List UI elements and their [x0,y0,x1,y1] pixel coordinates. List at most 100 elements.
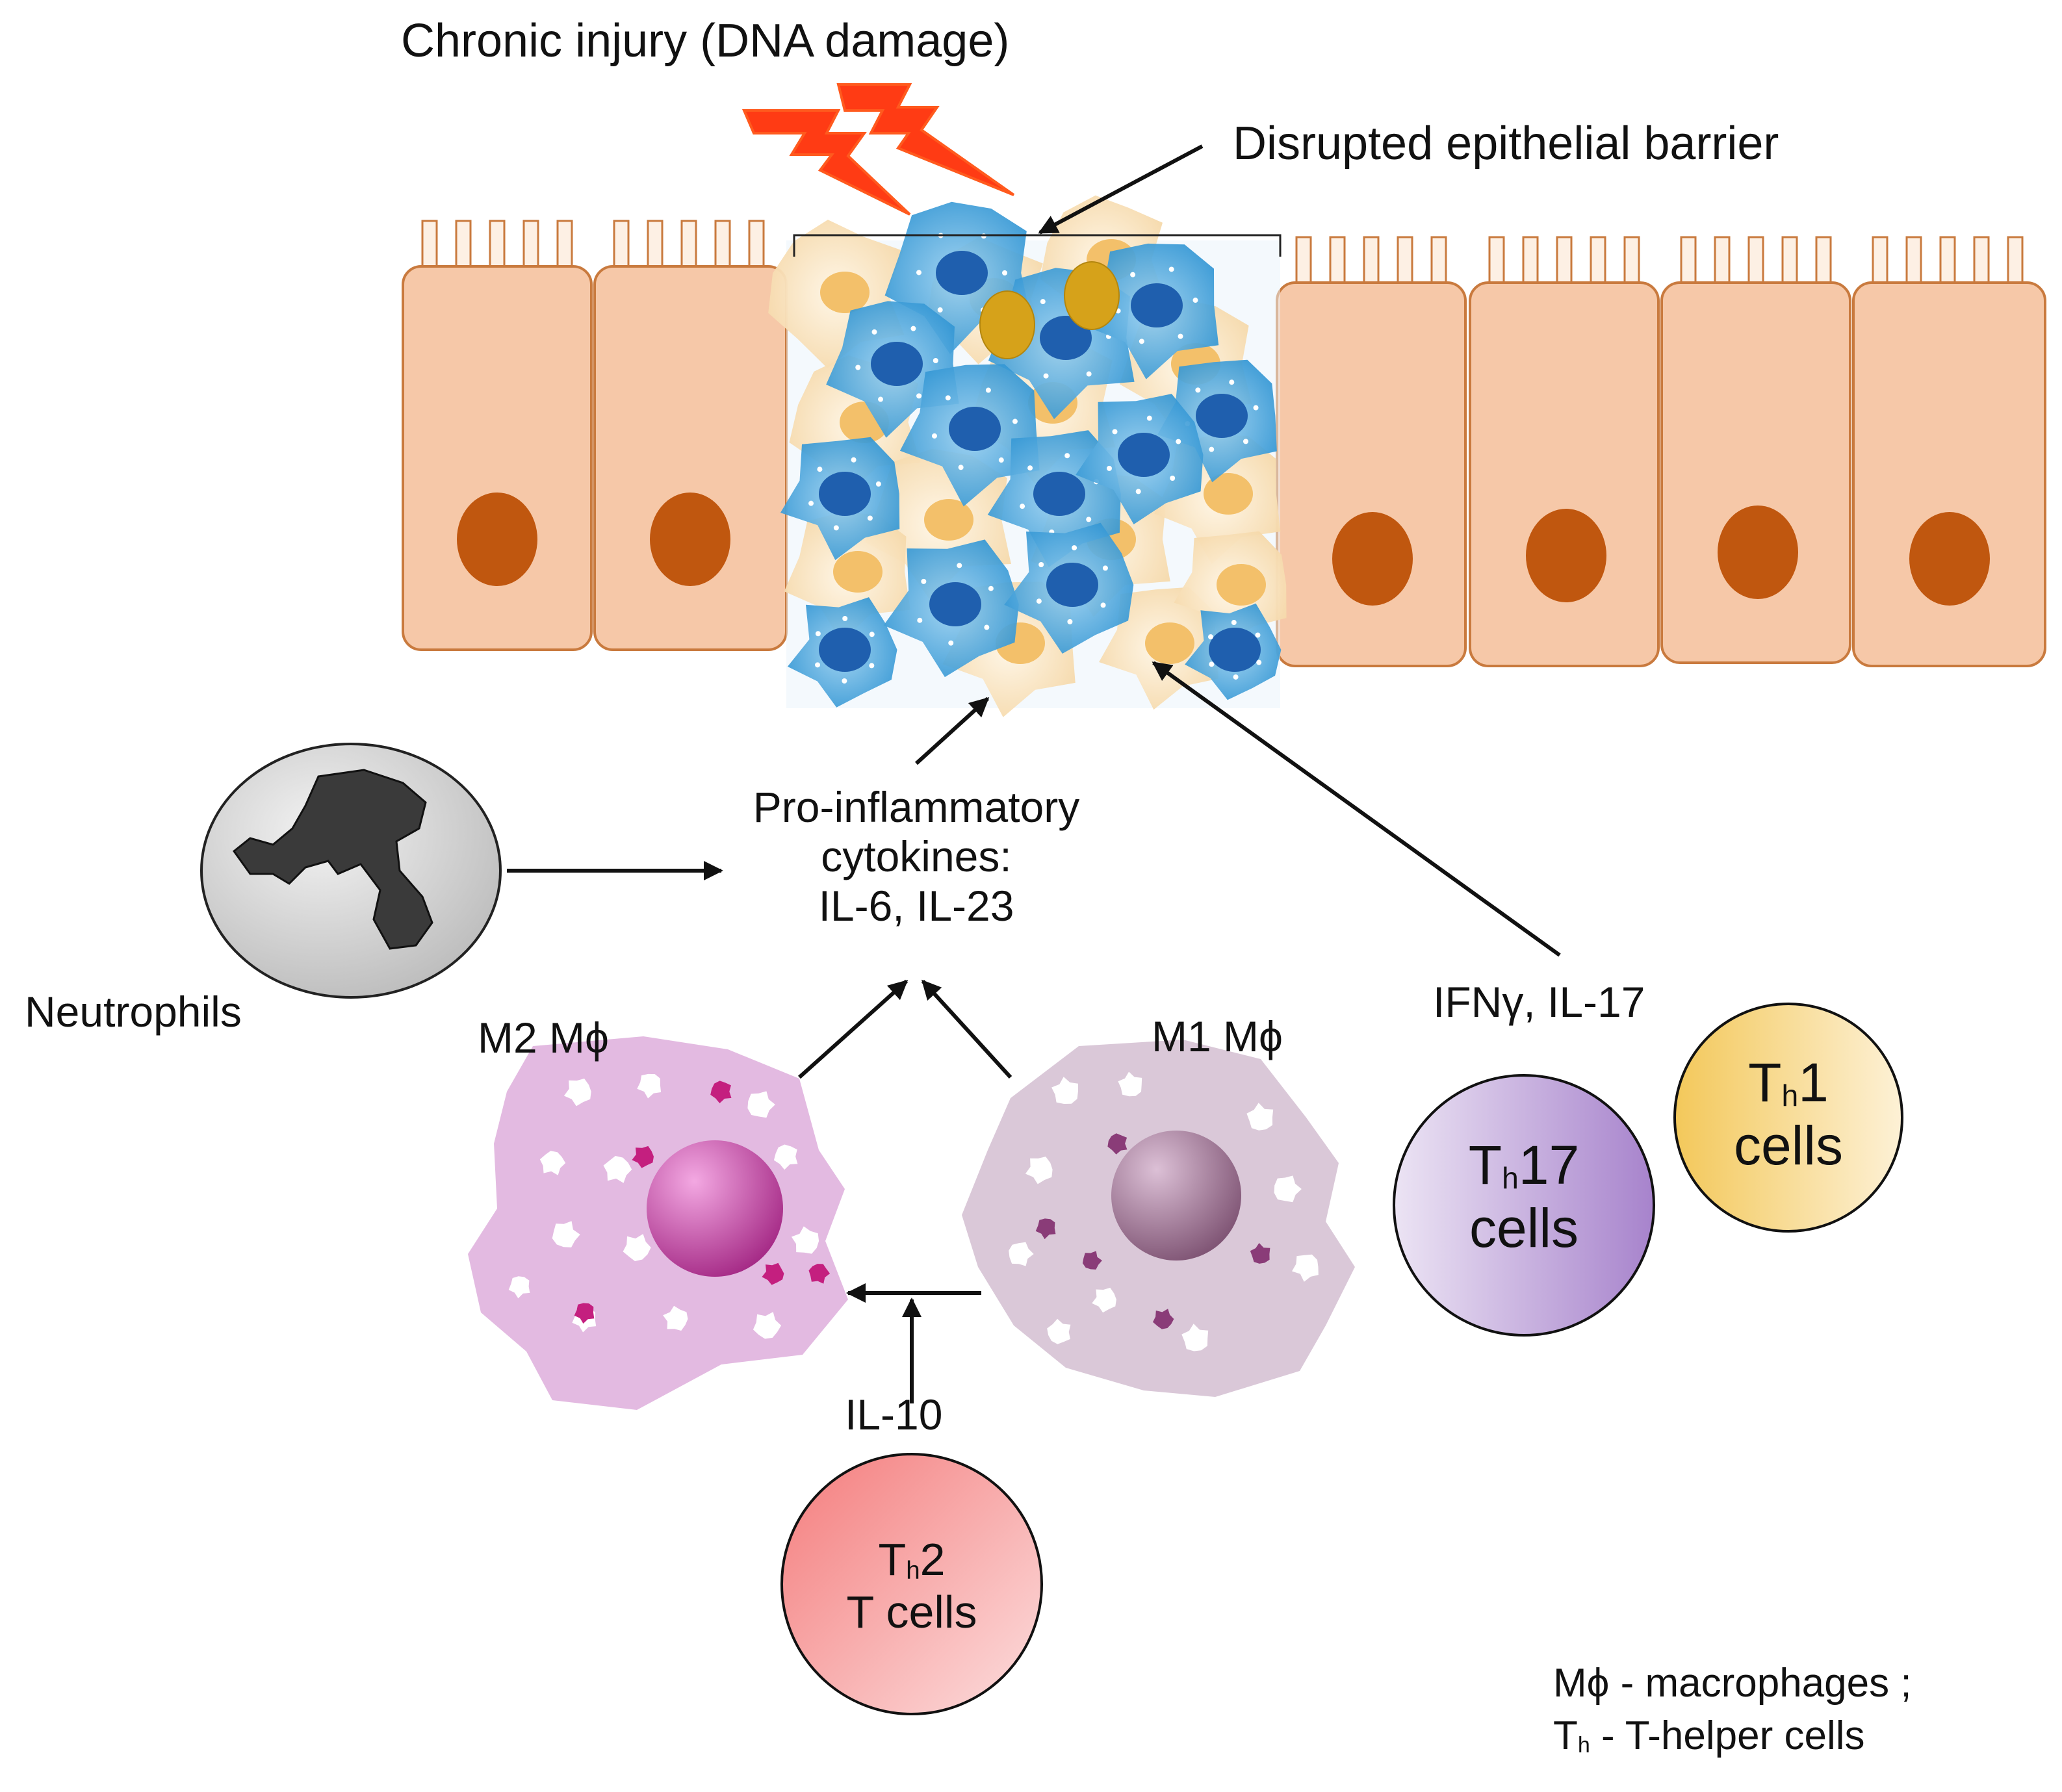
granule [1051,1077,1078,1104]
epithelial-cell [593,220,788,651]
cell-speckle [869,663,875,669]
yellow-cell-nucleus [1217,564,1266,606]
barrier-bracket [793,234,1282,257]
granule [747,1091,775,1118]
gold-immune-cell [1064,261,1120,330]
cell-speckle [833,525,839,531]
cell-speckle [917,617,923,623]
cell-speckle [1233,674,1239,680]
cell-speckle [1067,619,1073,624]
cell-speckle [1002,270,1007,275]
epithelial-nucleus [650,493,730,586]
th1-label: Th1 cells [1675,1051,1902,1177]
th1-cell [1673,1003,1903,1233]
blue-cell-nucleus [1118,433,1170,477]
granule [1250,1243,1270,1264]
granule [623,1234,651,1261]
epithelial-cell [1276,236,1467,667]
cell-speckle [1100,602,1106,608]
cell-speckle [910,326,916,331]
cell-speckle [957,563,962,569]
label-cytokines-line2: cytokines: [821,832,1012,880]
cell-speckle [1146,415,1152,421]
cell-speckle [869,632,875,637]
cell-speckle [1064,453,1070,459]
blue-immune-cell [1157,359,1277,483]
disrupted-region [768,195,1287,717]
m2-nucleus [647,1140,783,1277]
epithelial-nucleus [1718,506,1798,599]
epithelial-cell [402,220,593,651]
blue-immune-cell [1185,603,1282,700]
cell-speckle [937,307,943,313]
epithelial-cell-body [1469,281,1660,667]
yellow-cell-nucleus [924,499,973,541]
m1-granules [1009,1071,1319,1351]
cell-speckle [871,329,877,335]
cell-speckle [1102,565,1108,571]
blue-immune-cell [780,437,900,560]
cell-speckle [1207,634,1213,640]
th17-label-line2: cells [1469,1197,1579,1259]
cell-speckle [1139,339,1144,344]
label-il10: IL-10 [845,1390,943,1439]
cell-speckle [933,358,938,364]
granule [637,1073,662,1099]
cell-speckle [1195,387,1201,393]
cell-speckle [931,433,937,439]
label-neutrophils: Neutrophils [25,988,242,1036]
blue-immune-cell [883,539,1019,678]
granule [1092,1287,1116,1313]
label-ifng-il17: IFNγ, IL-17 [1433,978,1645,1026]
cell-speckle [1072,545,1077,551]
lightning-bolt-left [741,109,911,216]
cell-speckle [808,500,814,506]
th1-label-line2: cells [1733,1114,1844,1176]
cell-speckle [842,616,848,622]
epithelial-nucleus [457,493,537,586]
cell-speckle [1040,299,1046,305]
cell-speckle [1027,465,1033,471]
m1-nucleus [1111,1131,1241,1261]
cell-speckle [958,465,964,470]
cell-speckle [1231,620,1237,626]
granule [508,1276,530,1299]
yellow-cell-nucleus [820,272,870,313]
cell-speckle [1168,266,1174,272]
epithelial-cell [1469,236,1660,667]
granule [808,1264,831,1284]
neutrophil-cell [200,743,502,999]
epithelial-cell [1852,236,2046,667]
blue-cell-nucleus [1040,316,1092,360]
cell-speckle [1043,373,1049,379]
cell-speckle [921,578,927,584]
neutrophil-nucleus [232,769,433,950]
blue-cell-nucleus [1196,394,1248,438]
label-m1-macrophage: M1 Mϕ [1152,1012,1283,1060]
blue-cell-nucleus [929,582,981,626]
cell-speckle [1209,446,1215,452]
cell-speckle [1130,272,1136,277]
epithelial-cell-body [593,265,788,651]
cell-speckle [985,387,991,393]
cell-speckle [1243,439,1248,444]
th17-label: Th17 cells [1394,1134,1654,1259]
cell-speckle [815,662,821,668]
legend: Mϕ - macrophages ; Th - T-helper cells [1553,1660,1912,1760]
th2-label-line1: Th2 [878,1534,946,1585]
th2-label-line2: T cells [846,1586,977,1637]
cell-speckle [1036,598,1042,604]
arrow-cytokines-to-infiltrate [914,697,990,765]
epithelial-nucleus [1332,512,1413,606]
label-chronic-injury: Chronic injury (DNA damage) [401,15,1010,67]
epithelial-cell [1660,236,1851,664]
label-cytokines-line3: IL-6, IL-23 [818,881,1014,930]
cell-speckle [1135,489,1141,494]
legend-line2: Th - T-helper cells [1553,1713,1865,1759]
epithelial-cell-body [1276,281,1467,667]
granule [1274,1175,1302,1203]
blue-immune-cell [1076,394,1204,524]
cell-speckle [815,631,821,637]
lightning-bolt-right [836,83,1015,196]
m2-granules [508,1073,831,1339]
